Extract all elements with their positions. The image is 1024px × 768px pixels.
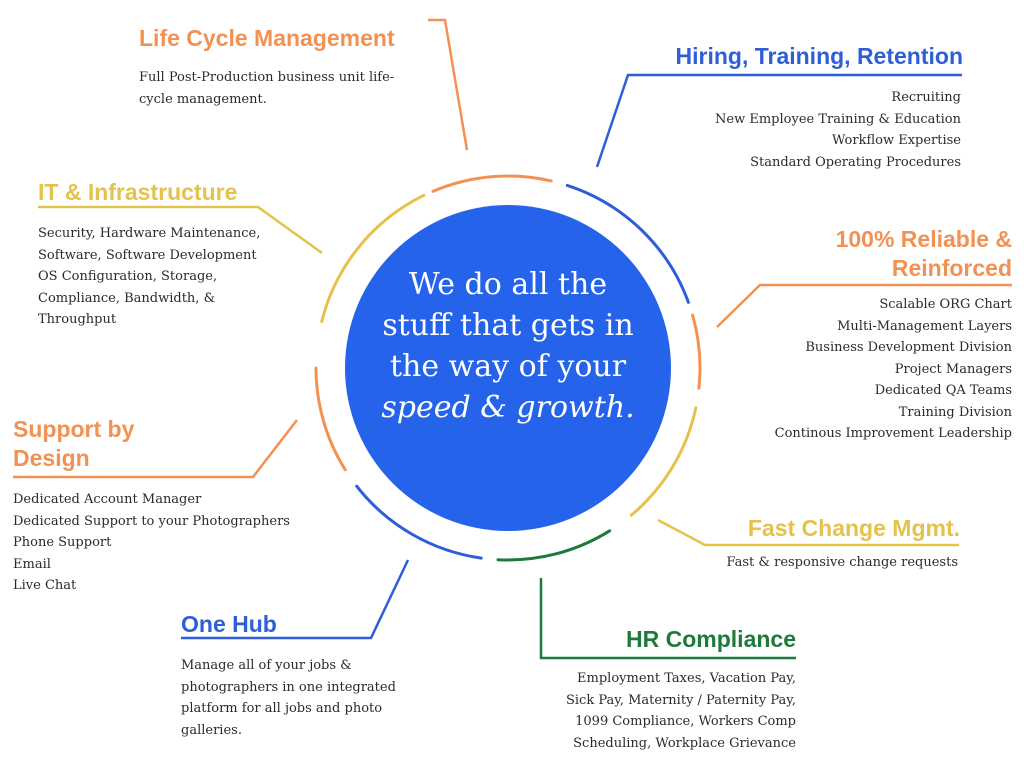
support-title: Support by Design [13,415,134,473]
list-item: Standard Operating Procedures [750,154,961,170]
list-item: Compliance, Bandwidth, & [38,290,216,306]
reliable-title-line2: Reinforced [891,255,1012,281]
hiring-title: Hiring, Training, Retention [675,43,964,69]
list-item: Dedicated Account Manager [13,492,202,507]
lifecycle-text: Full Post-Production business unit life-… [139,70,395,107]
list-item: platform for all jobs and photo [181,701,383,716]
connector-hr [539,578,796,660]
list-item: Employment Taxes, Vacation Pay, [577,671,796,686]
ring-arc-hub [355,484,483,560]
hr-title: HR Compliance [626,626,796,652]
list-item: photographers in one integrated [181,679,396,695]
connector-hub [181,559,410,640]
ring-arc-support [314,366,347,472]
list-item: Dedicated QA Teams [874,383,1012,398]
list-item: OS Configuration, Storage, [38,269,218,284]
list-item: Project Managers [894,361,1012,377]
list-item: Manage all of your jobs & [181,658,352,673]
ring-arcs [314,174,702,562]
list-item: Scalable ORG Chart [879,297,1012,312]
ring-arc-change [629,406,698,517]
hub-title: One Hub [181,611,277,637]
ring-arc-lifecycle [431,174,553,193]
center-circle [345,205,671,531]
connector-lines [13,18,1012,660]
connector-hiring [595,73,962,168]
list-item: Workflow Expertise [832,133,961,148]
lifecycle-title: Life Cycle Management [139,25,395,51]
center-tagline: We do all the stuff that gets in the way… [372,264,644,428]
hr-list: Employment Taxes, Vacation Pay, Sick Pay… [566,668,796,754]
list-item: Software, Software Development [38,247,257,263]
list-item: New Employee Training & Education [715,111,961,127]
connector-reliable [716,283,1012,328]
list-item: Scheduling, Workplace Grievance [573,735,796,751]
list-item: Security, Hardware Maintenance, [38,226,261,241]
list-item: galleries. [181,722,242,738]
list-item: Multi-Management Layers [837,318,1012,334]
ring-arc-hiring [565,183,690,304]
list-item: Live Chat [13,578,77,593]
list-item: Phone Support [13,535,112,550]
ring-arc-hr [496,529,612,562]
list-item: Sick Pay, Maternity / Paternity Pay, [565,692,796,708]
list-item: Business Development Division [805,340,1012,355]
reliable-list: Scalable ORG Chart Multi-Management Laye… [775,294,1012,445]
list-item: Throughput [38,312,117,327]
hiring-list: Recruiting New Employee Training & Educa… [715,87,961,173]
change-title: Fast Change Mgmt. [747,515,960,541]
tagline-italic: speed & growth. [381,390,635,425]
list-item: Training Division [898,404,1012,420]
support-title-line2: Design [13,445,90,471]
list-item: 1099 Compliance, Workers Comp [575,714,796,729]
change-text: Fast & responsive change requests [726,555,958,570]
connector-it [38,205,323,255]
tagline-main: We do all the stuff that gets in the way… [382,267,634,384]
connector-change [657,518,959,547]
connector-support [13,419,298,479]
connector-lifecycle [428,18,469,151]
reliable-title-line1: 100% Reliable & [835,226,1012,252]
list-item: Continous Improvement Leadership [774,426,1012,441]
list-item: Email [13,556,51,572]
reliable-title: 100% Reliable & Reinforced [836,225,1012,283]
list-item: Recruiting [891,90,961,105]
it-list: Security, Hardware Maintenance, Software… [38,223,260,331]
ring-arc-it [320,193,426,324]
it-title: IT & Infrastructure [38,179,238,205]
support-title-line1: Support by [13,416,135,442]
support-list: Dedicated Account Manager Dedicated Supp… [13,489,290,597]
hub-list: Manage all of your jobs & photographers … [181,655,396,741]
ring-arc-reliable [691,313,702,390]
list-item: Dedicated Support to your Photographers [13,513,290,529]
